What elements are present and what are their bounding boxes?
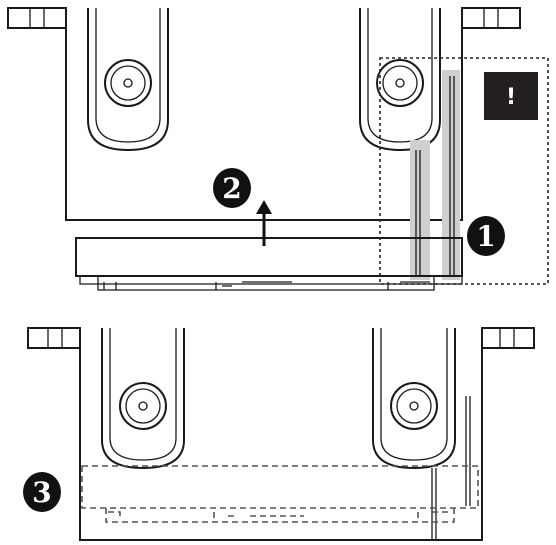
screw-boss-left-bottom bbox=[101, 328, 185, 470]
svg-text:2: 2 bbox=[222, 172, 241, 205]
box-body-top bbox=[65, 8, 463, 221]
lid-dashed-outline bbox=[81, 465, 479, 523]
screw-boss-left-top bbox=[87, 8, 169, 152]
screw-boss-right-top bbox=[359, 8, 441, 152]
top-panel bbox=[7, 7, 549, 291]
dotted-highlight-region bbox=[379, 57, 549, 285]
left-tab-bottom bbox=[27, 327, 81, 349]
screw-boss-right-bottom bbox=[372, 328, 456, 470]
warning-icon: ! bbox=[484, 72, 538, 120]
svg-text:!: ! bbox=[506, 85, 516, 110]
lid-top bbox=[75, 237, 463, 291]
step-badge-2: 2 bbox=[213, 168, 251, 208]
arrow-up-icon bbox=[256, 200, 272, 246]
bottom-panel bbox=[27, 327, 535, 541]
right-tab-bottom bbox=[481, 327, 535, 349]
right-tab-top bbox=[461, 7, 521, 29]
svg-text:1: 1 bbox=[476, 220, 495, 253]
box-body-bottom bbox=[79, 328, 483, 541]
left-tab-top bbox=[7, 7, 67, 29]
highlight-slot-right bbox=[442, 70, 460, 280]
step-badge-3: 3 bbox=[23, 472, 61, 512]
step-badge-1: 1 bbox=[467, 216, 505, 256]
svg-text:3: 3 bbox=[32, 476, 51, 509]
